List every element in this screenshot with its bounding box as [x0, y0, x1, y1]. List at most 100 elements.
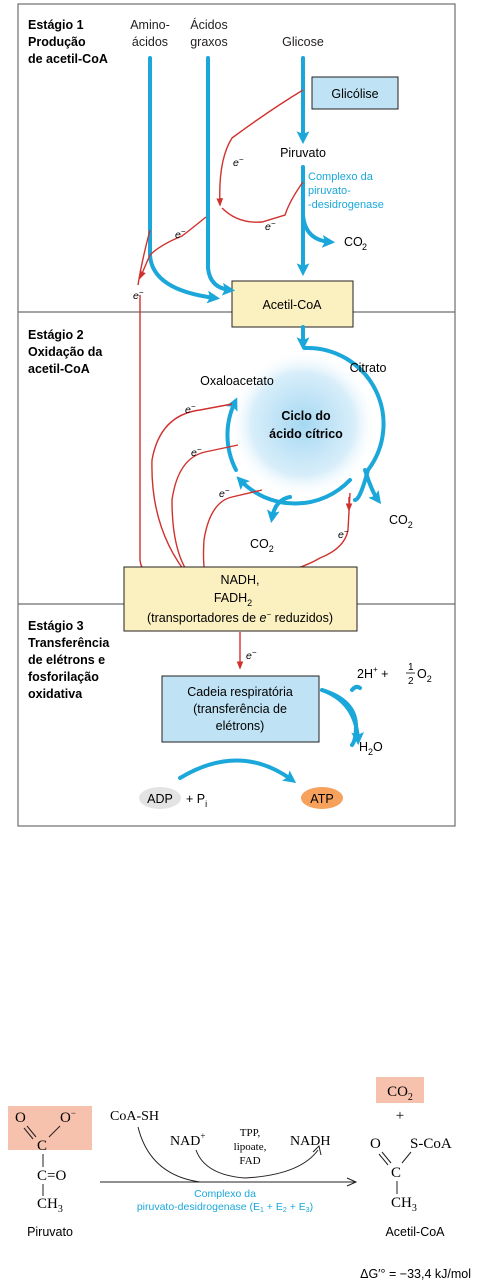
electron-label-8: e− [338, 527, 349, 541]
svg-text:C=O: C=O [37, 1168, 66, 1184]
carboxyl-highlight [8, 1106, 92, 1150]
chain-label-3: elétrons) [216, 719, 265, 733]
svg-text:Complexo da: Complexo da [308, 171, 374, 183]
svg-text:fosforilação: fosforilação [28, 670, 99, 684]
adp-label: ADP [147, 792, 173, 806]
svg-text:1: 1 [408, 662, 414, 673]
atp-label: ATP [310, 792, 333, 806]
electron-label-6: e− [191, 445, 202, 459]
stage3-title: Estágio 3 Transferência de elétrons e fo… [28, 619, 110, 701]
nadh-product-label: NADH [290, 1134, 330, 1149]
stage2-co2-left: CO2 [250, 537, 274, 554]
chain-label-2: (transferência de [193, 702, 287, 716]
reaction-plus: + [396, 1108, 404, 1124]
reaction-arrowhead [346, 1177, 358, 1187]
svg-text:O: O [370, 1136, 381, 1152]
pyruvate-label: Piruvato [280, 146, 326, 160]
svg-text:2: 2 [408, 676, 414, 687]
electron-label-7: e− [219, 486, 230, 500]
glucose-label: Glicose [282, 35, 324, 49]
electron-label-3: e− [175, 227, 186, 241]
svg-text:C: C [391, 1165, 401, 1181]
enzyme-label: Complexo da piruvato-desidrogenase (E1 +… [137, 1188, 313, 1214]
svg-text:Estágio 3: Estágio 3 [28, 619, 84, 633]
water-label: H2O [359, 740, 383, 757]
svg-text:Estágio 2: Estágio 2 [28, 328, 84, 342]
svg-text:Oxidação da: Oxidação da [28, 345, 103, 359]
chain-label-1: Cadeia respiratória [187, 685, 293, 699]
nadh-label: NADH, [221, 573, 260, 587]
amino-acids-label-1: Amino- [130, 18, 170, 32]
citric-acid-cycle-arrows [225, 325, 386, 524]
electron-label-1: e− [233, 155, 244, 169]
atp-synthesis-arrow [178, 758, 297, 784]
acetyl-coa-box [231, 280, 354, 328]
svg-text:Produção: Produção [28, 35, 86, 49]
svg-text:de acetil-CoA: de acetil-CoA [28, 52, 108, 66]
electron-label-2: e− [265, 219, 276, 233]
svg-text:piruvato-desidrogenase (E1 + E: piruvato-desidrogenase (E1 + E2 + E3) [137, 1201, 313, 1214]
oxygen-equation: 2H+ + 1 2 O2 [357, 662, 432, 687]
svg-text:CO: CO [344, 235, 363, 249]
cofactors-label: TPP, lipoate, FAD [234, 1127, 267, 1167]
cycle-label-2: ácido cítrico [269, 427, 343, 441]
svg-text:oxidativa: oxidativa [28, 687, 83, 701]
water-arrow [320, 688, 364, 746]
pyruvate-complex-label: Complexo da piruvato- -desidrogenase [308, 171, 384, 211]
reaction-equation: CO2 + O O− C C=O CH3 Piruvato CoA-SH NAD… [8, 1077, 471, 1281]
svg-text:Complexo da: Complexo da [194, 1188, 256, 1200]
svg-text:lipoate,: lipoate, [234, 1141, 267, 1153]
stage1-co2-label: CO 2 [344, 235, 367, 252]
co2-subscript: 2 [362, 242, 367, 252]
stage2-title: Estágio 2 Oxidação da acetil-CoA [28, 328, 103, 376]
coash-curve [137, 1126, 201, 1183]
svg-text:piruvato-: piruvato- [308, 185, 351, 197]
svg-text:O2: O2 [417, 667, 432, 684]
stage2-co2-right: CO2 [389, 513, 413, 530]
coash-label: CoA-SH [110, 1109, 159, 1124]
nad-curve [195, 1149, 319, 1179]
svg-text:FAD: FAD [239, 1155, 260, 1167]
delta-g-label: ΔG′° = −33,4 kJ/mol [360, 1267, 471, 1281]
electron-label-5: e− [185, 402, 196, 416]
co2-branch-arrow [301, 213, 336, 248]
acetyl-coa-structure: O S-CoA C CH3 [370, 1136, 452, 1214]
svg-text:O: O [15, 1110, 26, 1126]
pi-label: + Pi [186, 792, 207, 809]
reaction-acetyl-label: Acetil-CoA [385, 1225, 445, 1239]
glycolysis-box [311, 76, 399, 110]
citric-acid-cycle-glow [229, 350, 377, 498]
adp-pill [139, 787, 181, 809]
svg-text:S-CoA: S-CoA [410, 1136, 452, 1152]
oxaloacetate-label: Oxaloacetato [200, 374, 274, 388]
citrate-label: Citrato [350, 361, 387, 375]
fatty-acids-arrow [206, 56, 236, 296]
fatty-acids-label-1: Ácidos [190, 17, 228, 32]
acetyl-coa-label: Acetil-CoA [262, 298, 322, 312]
svg-text:de elétrons e: de elétrons e [28, 653, 105, 667]
atp-pill [301, 787, 343, 809]
svg-text:Estágio 1: Estágio 1 [28, 18, 84, 32]
svg-text:C: C [37, 1138, 47, 1154]
nadh-fadh2-box [123, 566, 358, 632]
nad-label: NAD+ [170, 1131, 205, 1149]
respiratory-chain-box [161, 675, 320, 743]
electron-label-4: e− [133, 288, 144, 302]
glycolysis-label: Glicólise [331, 87, 378, 101]
electron-label-9: e− [246, 648, 257, 662]
svg-text:acetil-CoA: acetil-CoA [28, 362, 90, 376]
cycle-label-1: Ciclo do [281, 409, 331, 423]
svg-text:Transferência: Transferência [28, 636, 110, 650]
stage1-title: Estágio 1 Produção de acetil-CoA [28, 18, 108, 66]
svg-text:-desidrogenase: -desidrogenase [308, 199, 384, 211]
svg-text:CH3: CH3 [37, 1196, 63, 1215]
reaction-co2-label: CO2 [387, 1084, 413, 1103]
amino-acids-label-2: ácidos [132, 35, 168, 49]
pyruvate-structure: O O− C C=O CH3 [15, 1108, 76, 1215]
carriers-label: (transportadores de e− reduzidos) [147, 610, 333, 625]
fatty-acids-label-2: graxos [190, 35, 228, 49]
fadh2-label: FADH2 [214, 591, 252, 608]
stage1-red-arrows [137, 89, 304, 286]
svg-text:2H+ +: 2H+ + [357, 665, 388, 681]
